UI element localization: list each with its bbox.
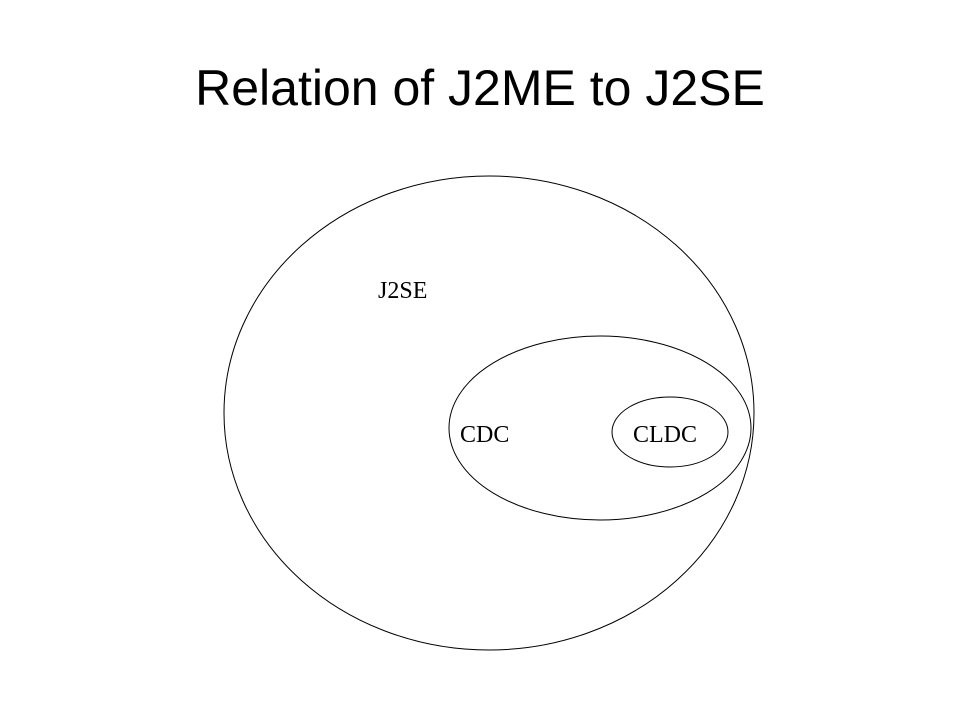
j2se-label: J2SE [378,278,427,304]
cdc-ellipse [448,335,752,521]
cldc-ellipse [611,396,729,468]
cldc-label: CLDC [633,422,697,448]
j2se-circle [223,175,755,651]
cdc-label: CDC [460,422,509,448]
slide-title: Relation of J2ME to J2SE [195,60,765,116]
